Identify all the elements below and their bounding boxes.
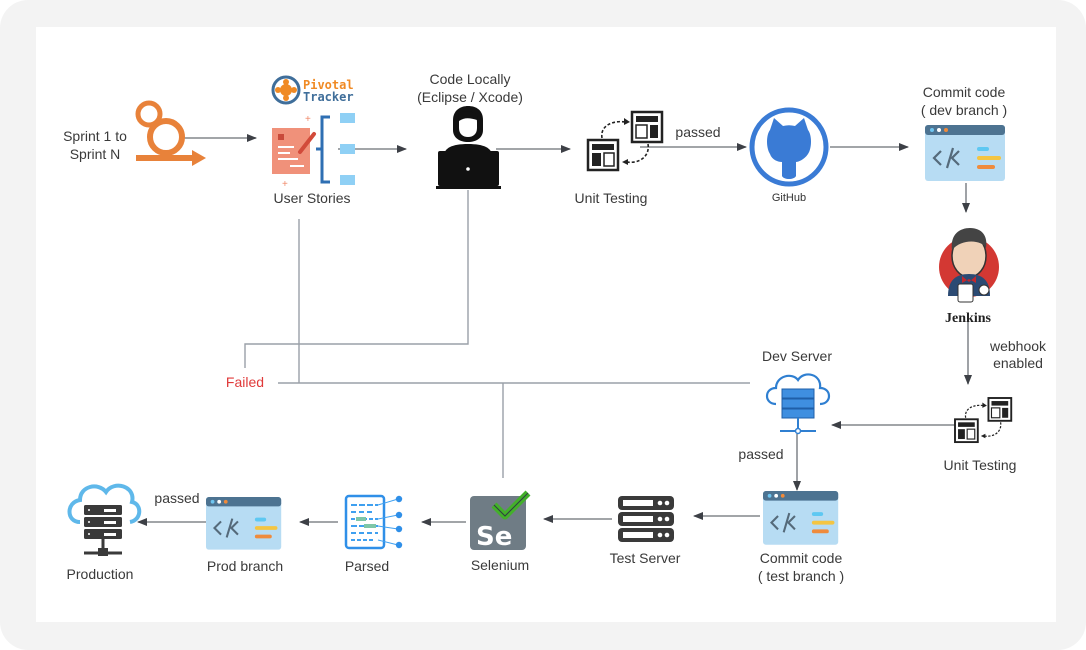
code-window-icon xyxy=(923,123,1007,183)
production-label: Production xyxy=(67,566,134,582)
edge-label-webhook-2: enabled xyxy=(993,355,1043,371)
edge-label-passed-github: passed xyxy=(675,124,720,140)
code-window-icon xyxy=(761,489,840,546)
cloud-server-icon xyxy=(765,373,831,435)
node-github: GitHub xyxy=(749,107,829,204)
edge-label-webhook-1: webhook xyxy=(989,338,1047,354)
failed-loop-code xyxy=(244,190,469,368)
unit-testing-1-label: Unit Testing xyxy=(575,190,648,206)
prod-branch-label: Prod branch xyxy=(207,558,283,574)
unit-testing-icon xyxy=(586,110,664,172)
pivotal-tracker-logo: Pivotal Tracker xyxy=(271,75,354,105)
node-unit-testing-1: Unit Testing passed xyxy=(575,110,721,206)
user-stories-label: User Stories xyxy=(273,190,350,206)
github-octocat-icon xyxy=(749,107,829,187)
svg-text:+: + xyxy=(282,179,288,190)
user-stories-icon: + + xyxy=(272,113,355,190)
code-locally-label-1: Code Locally xyxy=(430,71,511,87)
node-jenkins: Jenkins webhook enabled xyxy=(939,228,1047,371)
edge-label-passed-prod: passed xyxy=(154,490,199,506)
unit-testing-icon xyxy=(954,397,1013,444)
github-label: GitHub xyxy=(772,192,806,204)
pivotal-brand-2: Tracker xyxy=(303,90,354,104)
node-unit-testing-2: Unit Testing xyxy=(944,397,1017,473)
node-user-stories: Pivotal Tracker + + User Stories xyxy=(271,75,355,206)
connectors xyxy=(137,134,972,526)
parsed-label: Parsed xyxy=(345,558,389,574)
sprint-label-1: Sprint 1 to xyxy=(63,128,127,144)
node-dev-server: Dev Server passed xyxy=(738,348,832,462)
jenkins-butler-icon xyxy=(939,228,999,303)
selenium-label: Selenium xyxy=(471,557,529,573)
code-window-icon xyxy=(204,495,283,551)
node-production: Production xyxy=(67,483,142,582)
developer-laptop-icon xyxy=(436,106,501,189)
node-commit-dev: Commit code ( dev branch ) xyxy=(921,84,1007,183)
node-selenium: Se Selenium xyxy=(470,490,531,573)
commit-dev-label-2: ( dev branch ) xyxy=(921,102,1007,118)
node-code-locally: Code Locally (Eclipse / Xcode) xyxy=(417,71,523,189)
test-server-label: Test Server xyxy=(610,550,681,566)
code-locally-label-2: (Eclipse / Xcode) xyxy=(417,89,523,105)
node-test-server: Test Server xyxy=(610,496,681,566)
node-parsed: Parsed xyxy=(344,494,403,574)
commit-dev-label-1: Commit code xyxy=(923,84,1006,100)
jenkins-label: Jenkins xyxy=(945,311,991,326)
edge-label-passed-dev: passed xyxy=(738,446,783,462)
dev-server-label: Dev Server xyxy=(762,348,832,364)
node-prod-branch: passed Prod branch xyxy=(154,490,283,574)
node-sprint: Sprint 1 to Sprint N xyxy=(63,100,206,166)
commit-test-label-1: Commit code xyxy=(760,550,843,566)
unit-testing-2-label: Unit Testing xyxy=(944,457,1017,473)
node-commit-test: Commit code ( test branch ) xyxy=(758,489,844,584)
svg-text:+: + xyxy=(305,114,311,125)
cloud-server-icon xyxy=(67,483,142,556)
sprint-label-2: Sprint N xyxy=(70,146,121,162)
pivotal-brand-1: Pivotal xyxy=(303,78,354,92)
parsed-document-icon xyxy=(344,494,403,550)
scrum-cycle-icon xyxy=(135,100,206,166)
server-rack-icon xyxy=(618,496,674,542)
selenium-glyph: Se xyxy=(476,522,512,552)
failed-label: Failed xyxy=(226,374,264,390)
selenium-icon: Se xyxy=(470,490,531,552)
commit-test-label-2: ( test branch ) xyxy=(758,568,844,584)
